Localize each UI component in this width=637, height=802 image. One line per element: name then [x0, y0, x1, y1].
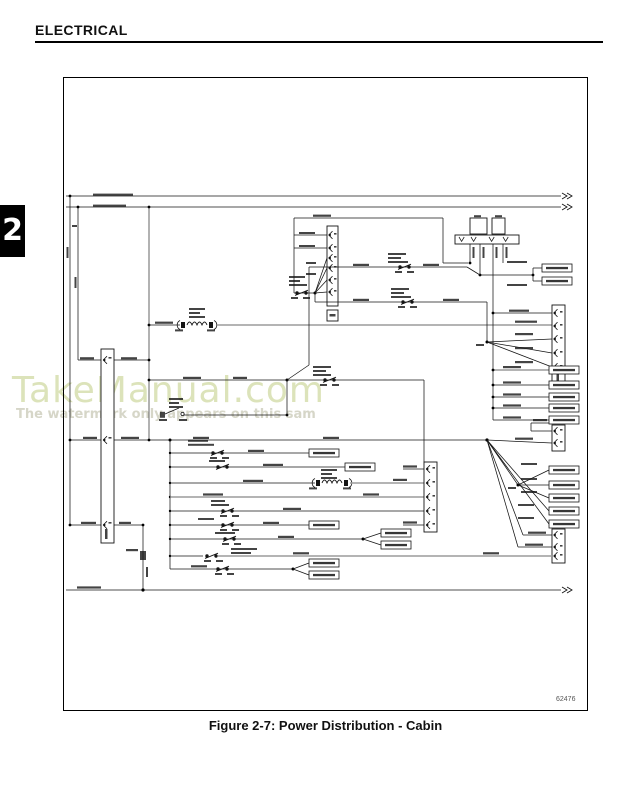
page-title: ELECTRICAL — [35, 22, 128, 38]
left-block-exit-wires — [114, 357, 487, 526]
fanout-junction-right — [485, 419, 580, 564]
connector-block-mid — [403, 461, 438, 533]
wiring-diagram — [63, 77, 588, 711]
power-bus-lines — [66, 192, 573, 594]
relay-coil-row-upper — [149, 308, 552, 332]
watermark-subtext: The watermark only appears on this sam — [16, 407, 316, 422]
fuse-row-top-left — [289, 232, 328, 302]
top-wire-loop — [293, 214, 468, 293]
left-connector-block — [100, 348, 115, 544]
relay-contact-row — [159, 398, 289, 421]
bottom-cluster — [168, 438, 552, 580]
diagram-reference-number: 62476 — [556, 696, 576, 703]
fuse-row-r2 — [315, 288, 553, 368]
left-supply-rails — [66, 194, 101, 527]
chapter-tab: 2 — [0, 205, 25, 257]
connector-block-right-mid — [491, 304, 566, 384]
reference-boxes-right — [491, 365, 580, 425]
junction-branch-cluster — [149, 366, 425, 462]
header-divider — [35, 41, 603, 43]
chapter-tab-number: 2 — [2, 212, 23, 248]
diagram-border — [63, 77, 588, 711]
figure-caption: Figure 2-7: Power Distribution - Cabin — [208, 718, 443, 733]
pin-block-upper — [326, 225, 339, 322]
wiring-diagram-canvas — [63, 77, 588, 711]
fuse-row-r1 — [286, 253, 481, 381]
mid-vertical-rails — [126, 205, 151, 592]
